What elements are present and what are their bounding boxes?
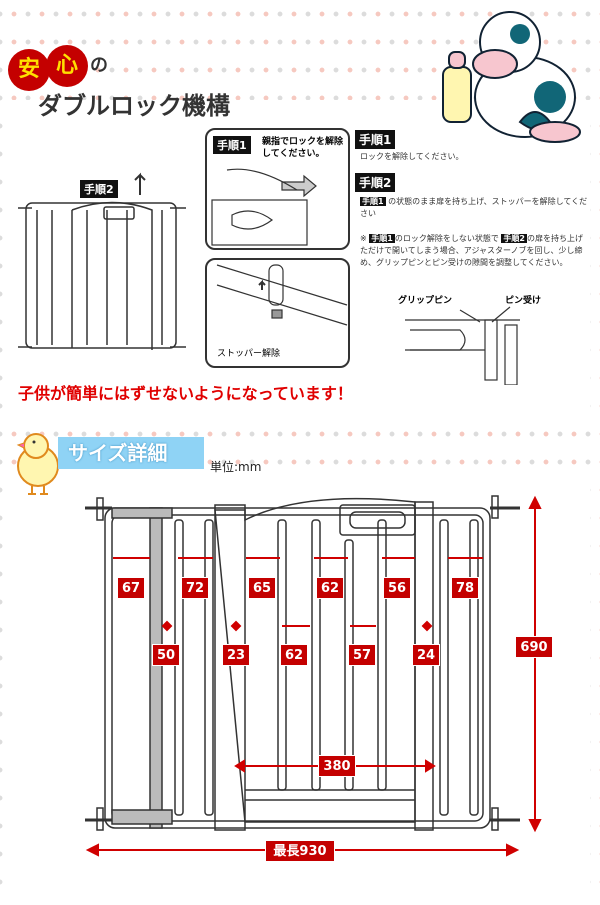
step2-body: の状態のまま扉を持ち上げ、ストッパーを解除してください: [360, 197, 588, 218]
dim-door: 380: [318, 755, 356, 777]
note-mark: ※: [360, 234, 367, 243]
dim-56: 56: [383, 577, 411, 599]
step1-text: ロックを解除してください。: [360, 152, 464, 161]
chick-icon: [16, 433, 59, 495]
dim-50: 50: [152, 644, 180, 666]
dim-height: 690: [515, 636, 553, 658]
unit-label: 単位:mm: [210, 460, 262, 474]
size-title: サイズ詳細: [58, 437, 204, 469]
grip-pin-detail: [405, 306, 520, 385]
dim-62b: 62: [280, 644, 308, 666]
dim-max-width: 最長930: [265, 840, 335, 862]
note-ref1: 手順1: [369, 234, 395, 243]
stopper-icon: [216, 264, 348, 326]
dim-62a: 62: [316, 577, 344, 599]
gate-size-drawing: [85, 495, 542, 857]
dim-65: 65: [248, 577, 276, 599]
step1-tag-bubble: 手順1: [213, 136, 251, 154]
pin-receiver-label: ピン受け: [505, 296, 542, 306]
anshin-badge: 安 心 の: [8, 45, 108, 91]
dim-57: 57: [348, 644, 376, 666]
tagline: 子供が簡単にはずせないようになっています！: [18, 384, 353, 403]
note-text1: のロック解除をしない状態で: [394, 234, 499, 243]
stopper-bubble: ストッパー解除: [205, 258, 350, 368]
page-title: ダブルロック機構: [38, 92, 230, 120]
step1-tag: 手順1: [355, 130, 396, 149]
step1-bubble-text: 親指でロックを解除してください。: [262, 137, 344, 159]
dim-24: 24: [412, 644, 440, 666]
circle-shin: 心: [46, 45, 88, 87]
note-ref2: 手順2: [501, 234, 527, 243]
hand-lock-icon: [211, 168, 317, 246]
grip-pin-label: グリップピン: [398, 296, 453, 306]
step2-text: 手順1 の状態のまま扉を持ち上げ、ストッパーを解除してください: [360, 196, 590, 220]
circle-an: 安: [8, 49, 50, 91]
dim-78: 78: [451, 577, 479, 599]
gate-illustration: [18, 172, 186, 350]
step1-bubble: 手順1 親指でロックを解除してください。: [205, 128, 350, 250]
dim-67: 67: [117, 577, 145, 599]
step2-ref: 手順1: [360, 197, 386, 206]
step2-tag-diagram: 手順2: [80, 180, 118, 198]
dim-72: 72: [181, 577, 209, 599]
stopper-label: ストッパー解除: [217, 349, 281, 359]
cow-mascot-icon: [442, 11, 581, 143]
size-panel: [10, 480, 590, 895]
dim-23: 23: [222, 644, 250, 666]
no-text: の: [90, 55, 108, 76]
note-text2: の扉を持ち上げただけで開いてしまう場合、アジャスターノブを回し、少し締め、グリッ…: [360, 234, 583, 267]
step2-tag: 手順2: [355, 173, 396, 192]
